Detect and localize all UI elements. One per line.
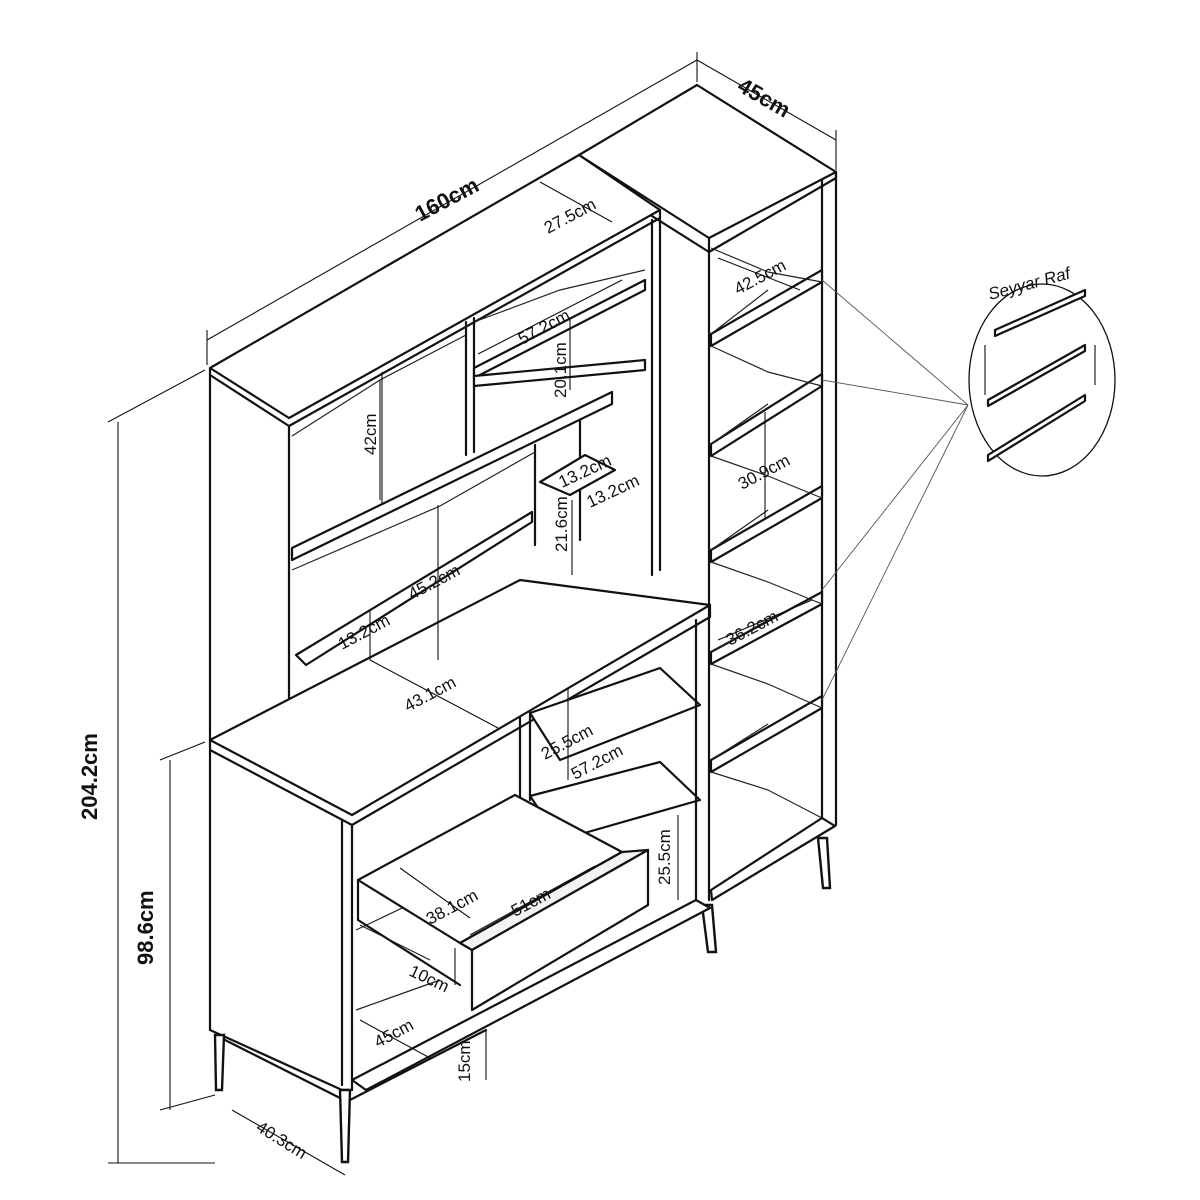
- dimension-lines: [107, 52, 837, 1176]
- right-tower: [577, 83, 838, 954]
- cabinet-base: [350, 898, 712, 1092]
- label-leg-height: 15cm: [455, 1040, 474, 1082]
- drawer[interactable]: [356, 793, 650, 1012]
- tower-leg-2: [700, 903, 718, 954]
- label-cubby-height: 42cm: [361, 413, 380, 455]
- label-lower-height: 98.6cm: [133, 890, 158, 965]
- cabinet-leg-2: [338, 1088, 352, 1164]
- hutch-ledge: [294, 510, 534, 667]
- label-leg-depth: 40.3cm: [253, 1117, 310, 1163]
- seyyar-raf-callout: [821, 279, 1116, 701]
- hutch-shelf-top: [472, 278, 647, 380]
- label-open-height: 45.2cm: [405, 561, 463, 604]
- counter: [208, 578, 712, 842]
- hutch-long-shelf: [290, 390, 614, 562]
- tower-shelves: [709, 268, 837, 902]
- label-bottom-depth: 45cm: [371, 1015, 417, 1051]
- label-tower-shelf-depth: 42.5cm: [731, 256, 789, 299]
- cabinet-leg-1: [213, 1033, 226, 1092]
- tower-leg-1: [816, 836, 832, 890]
- label-side-height: 25.5cm: [655, 829, 674, 885]
- label-small-shelf-gap: 21.6cm: [552, 496, 571, 552]
- small-shelf: [538, 453, 617, 497]
- label-tower-shelf-gap: 30.9cm: [735, 451, 793, 494]
- lower-cabinet: [208, 618, 712, 1164]
- drawer-front[interactable]: [470, 848, 650, 1012]
- label-top-shelf-height: 20.1cm: [551, 342, 570, 398]
- label-height: 204.2cm: [77, 733, 102, 820]
